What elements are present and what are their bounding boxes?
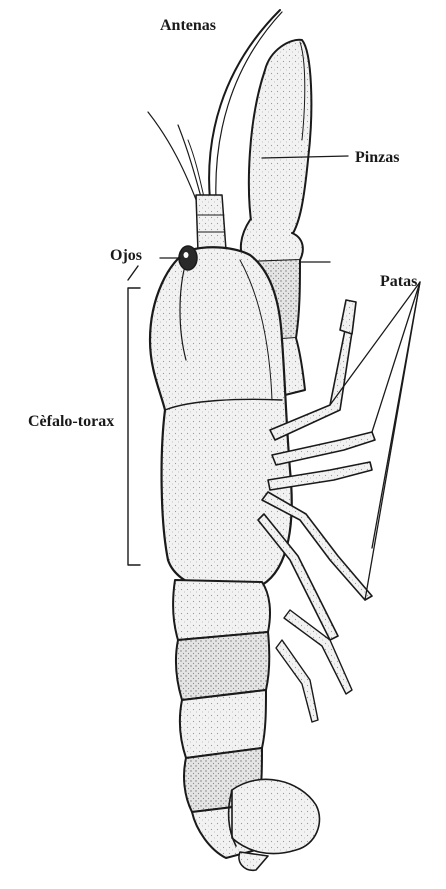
label-pinzas: Pinzas: [355, 150, 399, 166]
tail-fan: [229, 779, 320, 870]
label-ojos: Ojos: [110, 248, 142, 264]
cefalotorax-bracket: [128, 266, 140, 565]
label-antenas: Antenas: [160, 18, 216, 34]
carapace: [150, 247, 292, 592]
antenna-base: [196, 195, 226, 252]
label-cefalotorax: Cèfalo-torax: [28, 414, 114, 430]
label-patas: Patas: [380, 274, 417, 290]
leader-patas-2: [372, 282, 420, 432]
swimmerets: [276, 610, 352, 722]
eye: [179, 246, 197, 270]
